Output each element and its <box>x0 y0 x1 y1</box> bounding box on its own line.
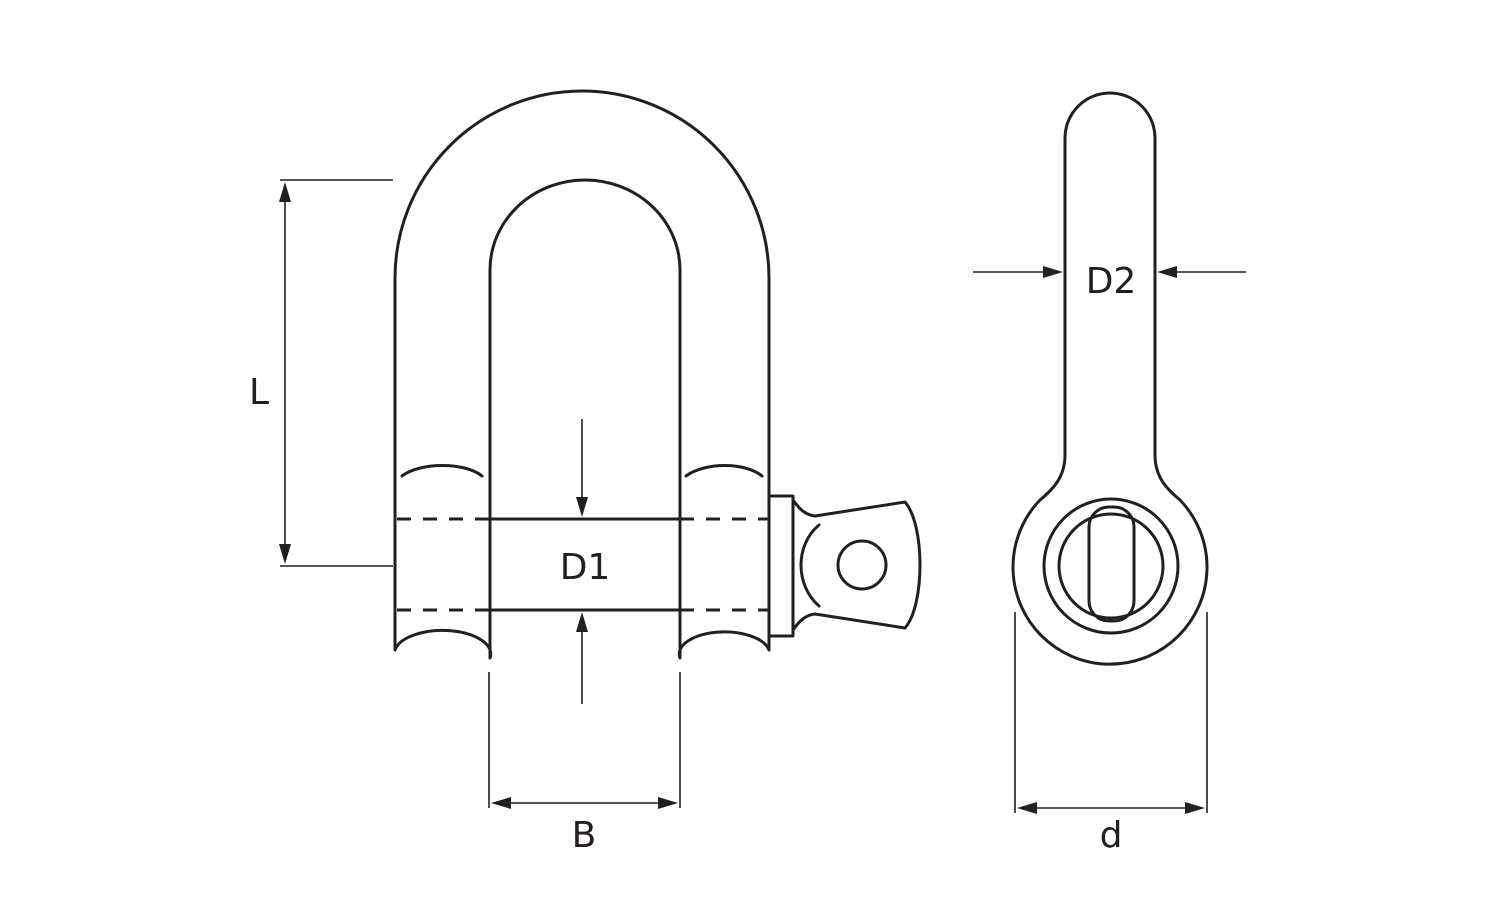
dimension-eye-diameter: d <box>1014 612 1208 856</box>
pin-end-circle <box>1057 512 1165 620</box>
pin-head-body <box>791 498 922 632</box>
arrow-up-icon <box>576 612 588 632</box>
pin-head-hole <box>836 539 888 591</box>
arrow-right-icon <box>1043 266 1063 278</box>
pin-collar <box>767 494 795 638</box>
shackle-front-view <box>393 89 771 660</box>
dimension-inside-width: B <box>488 672 681 856</box>
pin <box>397 517 769 612</box>
arrow-up-icon <box>279 182 291 202</box>
pin-end-slot <box>1087 505 1136 623</box>
arrow-right-icon <box>658 797 678 809</box>
eye-inner-ring <box>1042 497 1180 635</box>
right-eye-curve <box>684 464 764 478</box>
arrow-left-icon <box>1157 266 1177 278</box>
arrow-down-icon <box>576 497 588 517</box>
pin-head <box>767 494 922 638</box>
shackle-bow <box>393 89 771 660</box>
arrow-down-icon <box>279 544 291 564</box>
label-pin-diameter: D1 <box>560 547 611 588</box>
label-body-diameter: D2 <box>1086 261 1137 302</box>
dimension-body-diameter: D2 <box>973 261 1246 302</box>
shackle-side-view <box>1011 91 1209 666</box>
pin-head-shoulder <box>799 523 821 608</box>
left-eye-curve <box>400 464 484 478</box>
arrow-left-icon <box>491 797 511 809</box>
label-length: L <box>249 372 269 413</box>
dimension-length: L <box>249 179 393 567</box>
label-eye-diameter: d <box>1100 815 1123 856</box>
arrow-left-icon <box>1017 802 1037 814</box>
label-inside-width: B <box>572 815 597 856</box>
arrow-right-icon <box>1185 802 1205 814</box>
dimension-pin-diameter: D1 <box>560 419 611 704</box>
side-view-outline <box>1011 91 1209 666</box>
